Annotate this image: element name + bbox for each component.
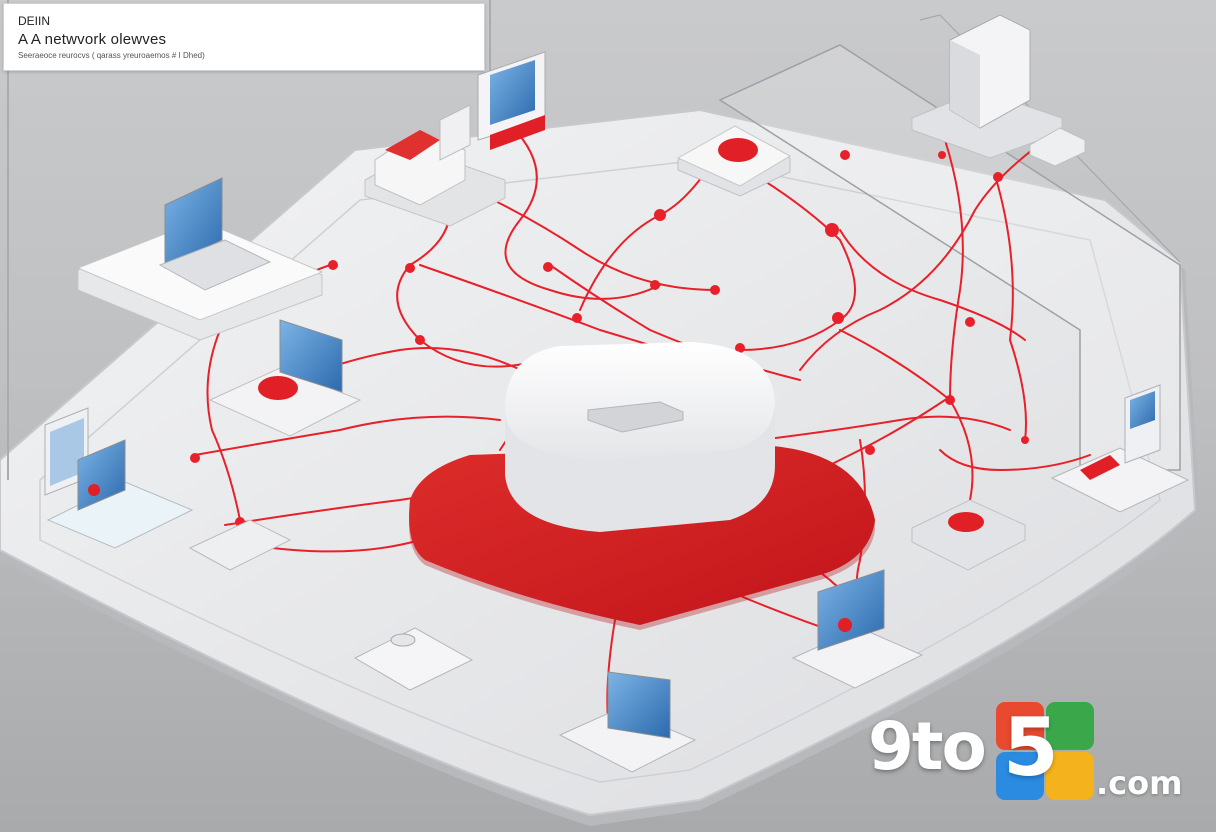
caption-box: DEIIN A A netwvork olewves Seeraeoce reu…	[3, 3, 485, 71]
device-stand	[1050, 384, 1190, 513]
watermark-tile	[1046, 752, 1094, 800]
watermark-tile	[996, 702, 1044, 750]
tablet-device	[44, 407, 194, 549]
monitor-device	[791, 569, 924, 689]
watermark-tile	[1046, 702, 1094, 750]
watermark-digit: 5	[1003, 701, 1059, 794]
router-puck-device	[676, 125, 792, 197]
printer-device	[364, 104, 506, 227]
watermark-prefix: 9to	[868, 708, 987, 785]
laptop-device	[208, 319, 362, 437]
laptop-device	[76, 177, 324, 341]
router-puck-device	[911, 499, 1026, 571]
tablet-device	[477, 51, 546, 150]
laptop-device	[558, 671, 697, 773]
keyboard-device	[188, 519, 474, 691]
computer-tower-device	[911, 14, 1086, 167]
watermark-tile	[996, 752, 1044, 800]
cable-connectors	[190, 150, 1029, 527]
central-router-hub	[409, 342, 875, 630]
caption-heading: DEIIN	[18, 14, 51, 28]
watermark-tiles	[996, 702, 1096, 802]
watermark-logo: 9to 5 .com	[868, 700, 1198, 810]
caption-subtitle: Seeraeoce reurocvs ( qarass yreuroaemos …	[18, 51, 205, 60]
caption-title: A A netwvork olewves	[18, 31, 167, 48]
watermark-suffix: .com	[1096, 764, 1183, 802]
